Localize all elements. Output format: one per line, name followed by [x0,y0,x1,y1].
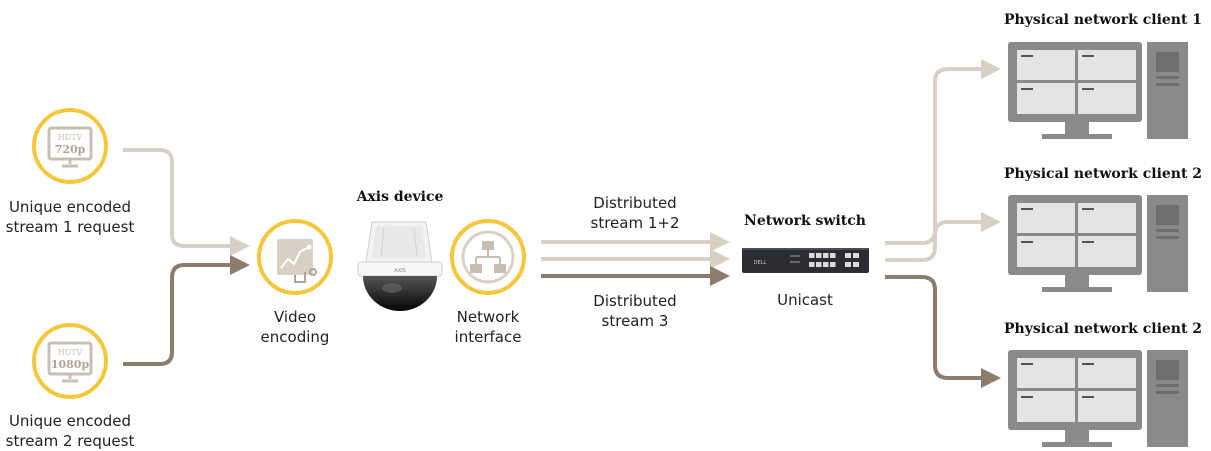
tv-screen-top-text: HDTV [58,133,83,142]
stream2-request-label: Unique encoded stream 2 request [0,411,140,451]
network-switch: DELL [742,248,869,273]
switch-brand-text: DELL [754,260,767,266]
stream1-request-connector [123,148,250,256]
stream-top-label-line1: Distributed [593,194,677,212]
tv-icon: HDTV 720p [47,126,93,168]
client-computer-1 [1008,42,1188,139]
client2-connector [885,212,1001,262]
network-switch-subtitle: Unicast [777,291,833,309]
circuit-chip-icon [277,239,317,283]
network-interface-label: Network interface [443,307,533,347]
tv-screen-top-text: HDTV [58,348,83,357]
stream2-request-node: HDTV 1080p [32,323,108,399]
stream2-request-label-line1: Unique encoded [8,412,132,430]
network-switch-title: Network switch [744,213,866,229]
network-interface-label-line1: Network [456,308,520,326]
client3-connector [885,275,1001,388]
client-2-title: Physical network client 2 [1004,166,1203,182]
stream1-request-node: HDTV 720p [32,108,108,184]
stream-top-label: Distributed stream 1+2 [575,193,695,233]
stream1-request-label: Unique encoded stream 1 request [0,197,140,237]
stream1-request-label-line1: Unique encoded [8,198,132,216]
stream1-request-label-line2: stream 1 request [5,218,135,236]
stream-bottom-label: Distributed stream 3 [575,291,695,331]
network-interface-node [450,219,526,295]
stream2-request-label-line2: stream 2 request [5,432,135,450]
axis-camera: AXIS [357,221,443,311]
video-encoding-label-line2: encoding [260,328,330,346]
tv-screen-main-text: 1080p [51,358,90,371]
network-icon [461,230,515,284]
axis-brand-text: AXIS [394,268,406,274]
client1-connector [885,59,1001,245]
client-1-title: Physical network client 1 [1004,12,1203,28]
stream2-request-connector [123,255,250,366]
network-interface-label-line2: interface [454,328,522,346]
client-computer-2 [1008,195,1188,292]
video-encoding-node [257,219,333,295]
axis-device-title: Axis device [356,189,444,205]
stream-bottom-label-line1: Distributed [593,292,677,310]
stream-top-label-line2: stream 1+2 [590,214,680,232]
client-computer-3 [1008,350,1188,447]
tv-icon: HDTV 1080p [47,341,93,383]
stream-bottom-label-line2: stream 3 [601,312,669,330]
client-3-title: Physical network client 2 [1004,321,1203,337]
video-encoding-label: Video encoding [255,307,335,347]
tv-screen-main-text: 720p [55,143,86,156]
video-encoding-label-line1: Video [273,308,317,326]
